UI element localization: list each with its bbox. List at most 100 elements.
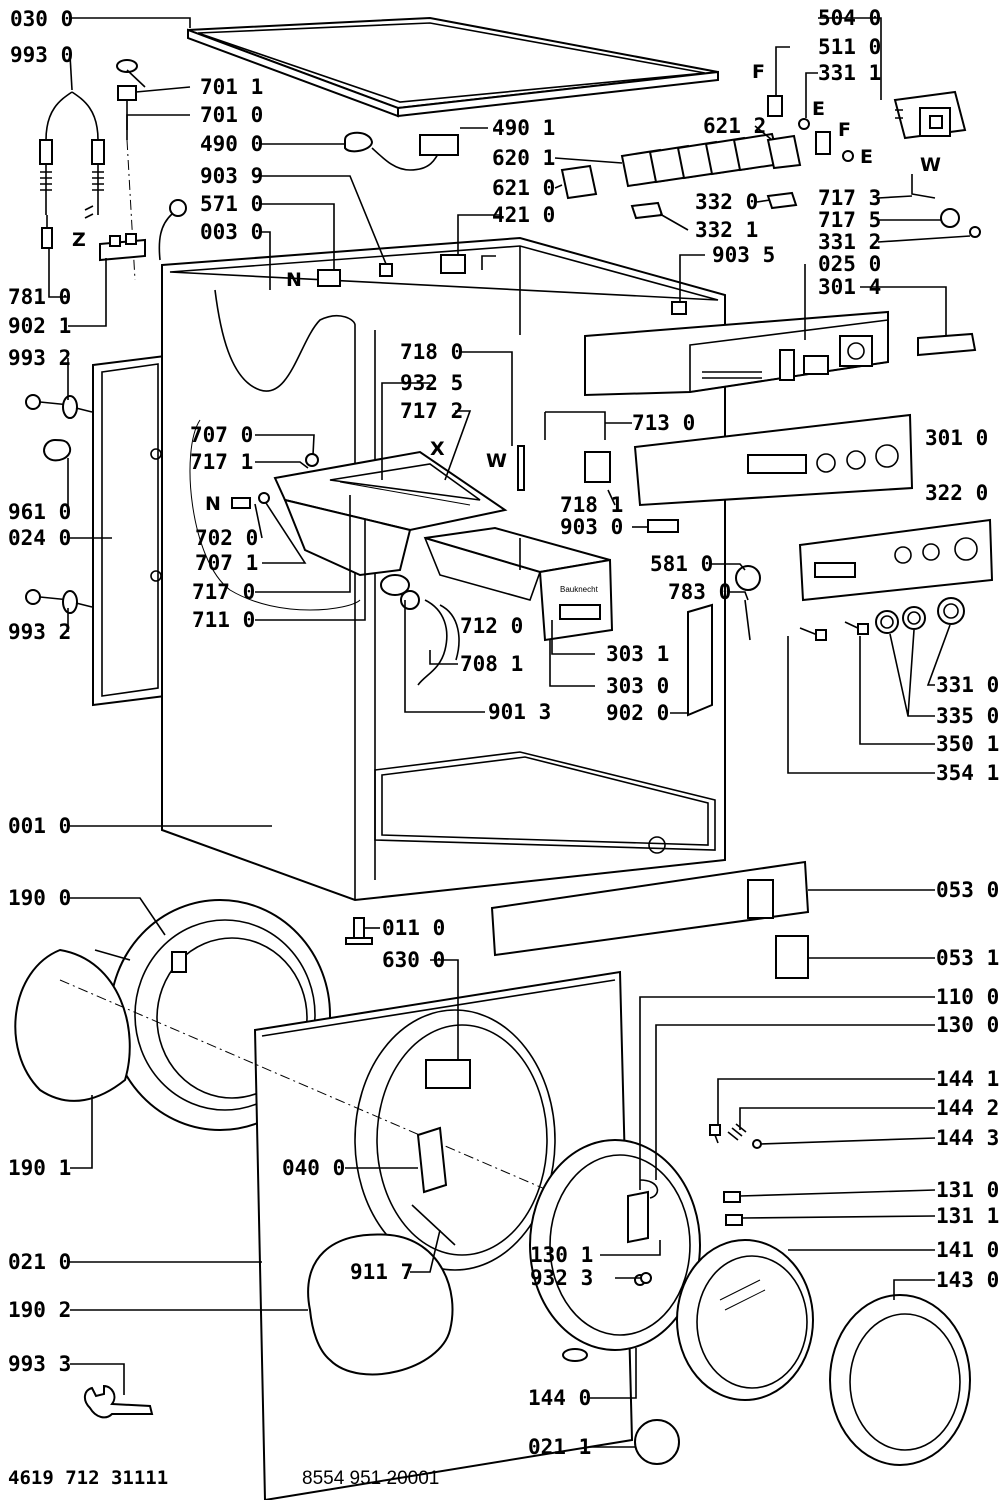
letter-w-1: W bbox=[920, 154, 941, 176]
letter-x: X bbox=[430, 438, 445, 460]
label-130-0: 130 0 bbox=[936, 1013, 999, 1037]
label-131-1: 131 1 bbox=[936, 1204, 999, 1228]
flap-713 bbox=[544, 411, 606, 440]
letter-e-1: E bbox=[812, 98, 825, 120]
label-702-0: 702 0 bbox=[195, 526, 258, 550]
label-490-1: 490 1 bbox=[492, 116, 555, 140]
label-621-2: 621 2 bbox=[703, 114, 766, 138]
door-frame-ring bbox=[529, 1139, 701, 1362]
label-331-1: 331 1 bbox=[818, 61, 881, 85]
label-903-9: 903 9 bbox=[200, 164, 263, 188]
label-141-0: 141 0 bbox=[936, 1238, 999, 1262]
label-717-1: 717 1 bbox=[190, 450, 253, 474]
hinge-part-131-1 bbox=[725, 1214, 743, 1226]
footer: 4619 712 31111 8554 951 20001 bbox=[8, 1467, 439, 1489]
label-993-2-lower: 993 2 bbox=[8, 620, 71, 644]
pressure-switch bbox=[735, 565, 761, 591]
label-718-1: 718 1 bbox=[560, 493, 623, 517]
part-718-0 bbox=[517, 445, 525, 491]
frame-bracket bbox=[687, 603, 713, 717]
door-lock-421 bbox=[440, 254, 466, 274]
letter-f-2: F bbox=[838, 119, 851, 141]
switch-621-0 bbox=[560, 164, 598, 200]
label-961-0: 961 0 bbox=[8, 500, 71, 524]
label-781-0: 781 0 bbox=[8, 285, 71, 309]
button-strip bbox=[917, 332, 977, 357]
label-902-1: 902 1 bbox=[8, 314, 71, 338]
label-110-0: 110 0 bbox=[936, 985, 999, 1009]
programme-timer bbox=[893, 90, 967, 140]
label-571-0: 571 0 bbox=[200, 192, 263, 216]
part-903-0 bbox=[647, 519, 679, 533]
part-903-9 bbox=[379, 263, 393, 277]
label-421-0: 421 0 bbox=[492, 203, 555, 227]
label-620-1: 620 1 bbox=[492, 146, 555, 170]
spindles bbox=[799, 621, 863, 637]
label-303-1: 303 1 bbox=[606, 642, 669, 666]
control-panel bbox=[798, 518, 994, 602]
door-screws bbox=[709, 1123, 762, 1149]
label-024-0: 024 0 bbox=[8, 526, 71, 550]
cap-332-0 bbox=[766, 191, 798, 210]
mains-filter bbox=[344, 131, 459, 171]
screws-left bbox=[25, 394, 93, 614]
label-903-0: 903 0 bbox=[560, 515, 623, 539]
label-718-0: 718 0 bbox=[400, 340, 463, 364]
hinge-part-131-0 bbox=[723, 1191, 741, 1203]
door-glass bbox=[676, 1239, 814, 1401]
dispenser-hose bbox=[380, 574, 460, 686]
part-932-3 bbox=[640, 1272, 652, 1284]
switch-621-2 bbox=[766, 134, 802, 170]
label-021-1: 021 1 bbox=[528, 1435, 591, 1459]
label-717-2: 717 2 bbox=[400, 399, 463, 423]
indicator-lamps bbox=[767, 95, 854, 162]
label-717-0: 717 0 bbox=[192, 580, 255, 604]
label-354-1: 354 1 bbox=[936, 761, 999, 785]
label-708-1: 708 1 bbox=[460, 652, 523, 676]
label-783-0: 783 0 bbox=[668, 580, 731, 604]
label-131-0: 131 0 bbox=[936, 1178, 999, 1202]
letter-n-1: N bbox=[286, 269, 302, 291]
label-144-3: 144 3 bbox=[936, 1126, 999, 1150]
footer-left-code: 4619 712 31111 bbox=[8, 1467, 168, 1489]
door-hinge bbox=[416, 1126, 448, 1194]
label-301-4: 301 4 bbox=[818, 275, 881, 299]
label-717-5: 717 5 bbox=[818, 208, 881, 232]
label-993-0: 993 0 bbox=[10, 43, 73, 67]
label-301-0: 301 0 bbox=[925, 426, 988, 450]
label-701-0: 701 0 bbox=[200, 103, 263, 127]
label-144-2: 144 2 bbox=[936, 1096, 999, 1120]
heater-element bbox=[39, 91, 105, 249]
label-001-0: 001 0 bbox=[8, 814, 71, 838]
label-025-0: 025 0 bbox=[818, 252, 881, 276]
label-712-0: 712 0 bbox=[460, 614, 523, 638]
detergent-drawer bbox=[423, 526, 614, 642]
label-322-0: 322 0 bbox=[925, 481, 988, 505]
leader-lines bbox=[48, 17, 971, 1448]
service-flap bbox=[747, 879, 774, 919]
label-144-1: 144 1 bbox=[936, 1067, 999, 1091]
label-190-1: 190 1 bbox=[8, 1156, 71, 1180]
part-707-0 bbox=[305, 453, 319, 467]
label-335-0: 335 0 bbox=[936, 704, 999, 728]
label-190-2: 190 2 bbox=[8, 1298, 71, 1322]
label-332-1: 332 1 bbox=[695, 218, 758, 242]
label-581-0: 581 0 bbox=[650, 552, 713, 576]
label-130-1: 130 1 bbox=[530, 1243, 593, 1267]
label-332-0: 332 0 bbox=[695, 190, 758, 214]
knobs bbox=[875, 597, 965, 634]
cap-332-1 bbox=[630, 201, 664, 220]
label-350-1: 350 1 bbox=[936, 732, 999, 756]
label-331-0: 331 0 bbox=[936, 673, 999, 697]
label-040-0: 040 0 bbox=[282, 1156, 345, 1180]
label-511-0: 511 0 bbox=[818, 35, 881, 59]
label-903-5: 903 5 bbox=[712, 243, 775, 267]
plinth-panel bbox=[490, 860, 810, 957]
drawer-brand: Bauknecht bbox=[560, 585, 599, 594]
label-932-5: 932 5 bbox=[400, 371, 463, 395]
part-702-0 bbox=[231, 497, 251, 509]
label-993-2-upper: 993 2 bbox=[8, 346, 71, 370]
letter-z: Z bbox=[72, 229, 86, 251]
label-621-0: 621 0 bbox=[492, 176, 555, 200]
